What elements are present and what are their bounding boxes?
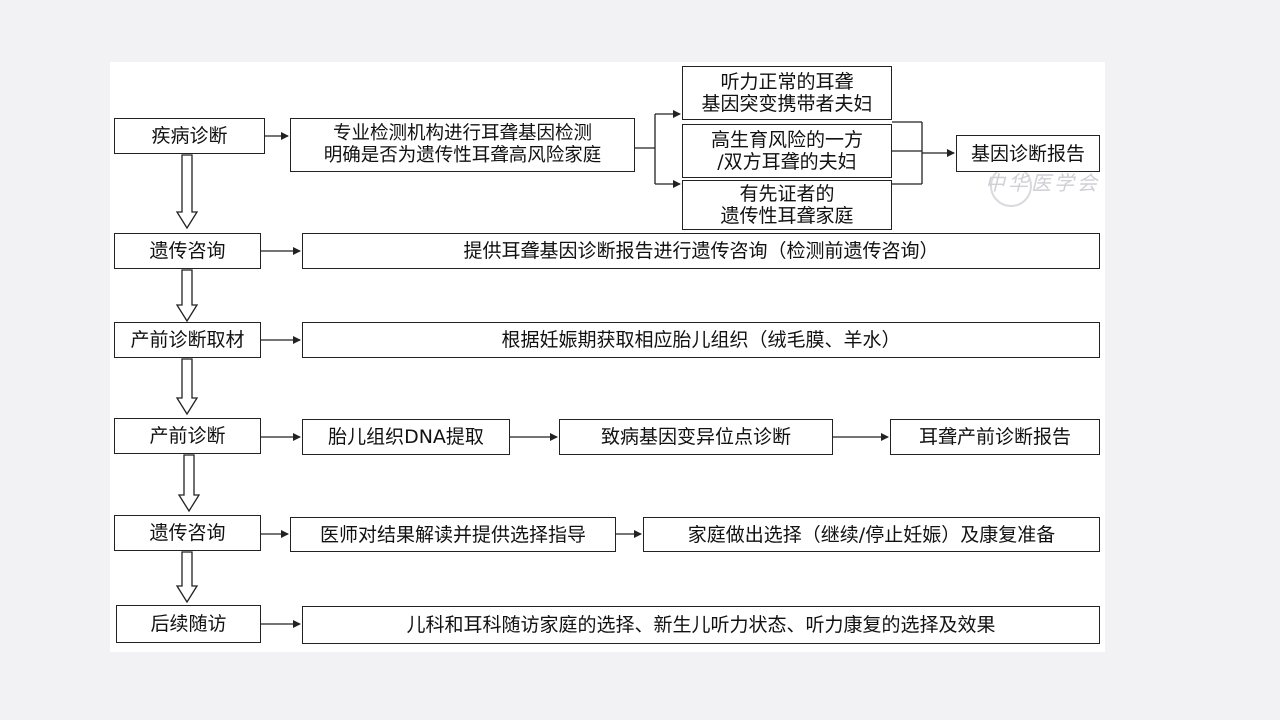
case-c-line-2: 遗传性耳聋家庭 xyxy=(720,205,854,227)
prenatal-report-box: 耳聋产前诊断报告 xyxy=(890,419,1100,455)
pre-test-counseling-text: 提供耳聋基因诊断报告进行遗传咨询（检测前遗传咨询） xyxy=(463,240,939,262)
down-arrow-1-2 xyxy=(175,154,199,230)
follow-up-content-box: 儿科和耳科随访家庭的选择、新生儿听力状态、听力康复的选择及效果 xyxy=(302,606,1100,644)
down-arrow-3-4 xyxy=(175,358,199,416)
gene-testing-box: 专业检测机构进行耳聋基因检测 明确是否为遗传性耳聋高风险家庭 xyxy=(290,118,635,172)
case-high-risk-couple: 高生育风险的一方 /双方耳聋的夫妇 xyxy=(682,124,892,178)
follow-up-content-text: 儿科和耳科随访家庭的选择、新生儿听力状态、听力康复的选择及效果 xyxy=(406,614,996,636)
gene-diagnosis-report: 基因诊断报告 xyxy=(956,135,1100,172)
stage-label: 产前诊断取材 xyxy=(130,329,245,351)
pre-test-counseling-box: 提供耳聋基因诊断报告进行遗传咨询（检测前遗传咨询） xyxy=(302,233,1100,269)
down-arrow-2-3 xyxy=(175,269,199,323)
stage-prenatal-sampling: 产前诊断取材 xyxy=(114,322,261,358)
case-a-line-2: 基因突变携带者夫妇 xyxy=(701,93,873,115)
case-a-line-1: 听力正常的耳聋 xyxy=(720,71,854,93)
down-arrow-4-5 xyxy=(177,454,201,513)
stage-genetic-counseling-2: 遗传咨询 xyxy=(114,515,261,551)
case-b-line-2: /双方耳聋的夫妇 xyxy=(717,151,857,173)
down-arrow-5-6 xyxy=(175,551,199,604)
stage-label: 遗传咨询 xyxy=(149,522,226,544)
case-b-line-1: 高生育风险的一方 xyxy=(710,129,863,151)
variant-diagnosis-text: 致病基因变异位点诊断 xyxy=(600,426,791,448)
stage-prenatal-diagnosis: 产前诊断 xyxy=(114,418,261,454)
stage-label: 后续随访 xyxy=(150,613,227,635)
dna-extraction-text: 胎儿组织DNA提取 xyxy=(328,426,484,448)
stage-follow-up: 后续随访 xyxy=(116,605,261,643)
connector-layer xyxy=(175,110,955,628)
fetal-tissue-sampling-box: 根据妊娠期获取相应胎儿组织（绒毛膜、羊水） xyxy=(302,322,1100,358)
watermark: 中华医学会 xyxy=(985,171,1100,195)
stage-label: 遗传咨询 xyxy=(149,240,226,262)
case-carrier-couple: 听力正常的耳聋 基因突变携带者夫妇 xyxy=(682,66,892,120)
physician-guidance-text: 医师对结果解读并提供选择指导 xyxy=(319,523,586,546)
variant-diagnosis-box: 致病基因变异位点诊断 xyxy=(559,419,833,455)
fetal-tissue-sampling-text: 根据妊娠期获取相应胎儿组织（绒毛膜、羊水） xyxy=(501,329,901,351)
dna-extraction-box: 胎儿组织DNA提取 xyxy=(302,419,510,455)
report-label: 基因诊断报告 xyxy=(970,142,1085,165)
case-proband-family: 有先证者的 遗传性耳聋家庭 xyxy=(682,180,892,230)
family-decision-text: 家庭做出选择（继续/停止妊娠）及康复准备 xyxy=(687,523,1056,546)
case-c-line-1: 有先证者的 xyxy=(739,183,835,205)
gene-testing-line-2: 明确是否为遗传性耳聋高风险家庭 xyxy=(323,145,602,166)
stage-genetic-counseling-1: 遗传咨询 xyxy=(114,233,261,269)
stage-label: 产前诊断 xyxy=(149,425,226,447)
prenatal-report-text: 耳聋产前诊断报告 xyxy=(918,426,1071,448)
stage-label: 疾病诊断 xyxy=(151,125,228,147)
gene-testing-line-1: 专业检测机构进行耳聋基因检测 xyxy=(332,123,592,144)
family-decision-box: 家庭做出选择（继续/停止妊娠）及康复准备 xyxy=(643,517,1100,552)
stage-disease-diagnosis: 疾病诊断 xyxy=(114,118,265,154)
flowchart-canvas: 中华医学会 疾病诊断 遗传咨询 产前诊断取材 产前诊断 遗传咨询 后续随访 专业… xyxy=(110,62,1105,652)
physician-guidance-box: 医师对结果解读并提供选择指导 xyxy=(290,517,616,552)
